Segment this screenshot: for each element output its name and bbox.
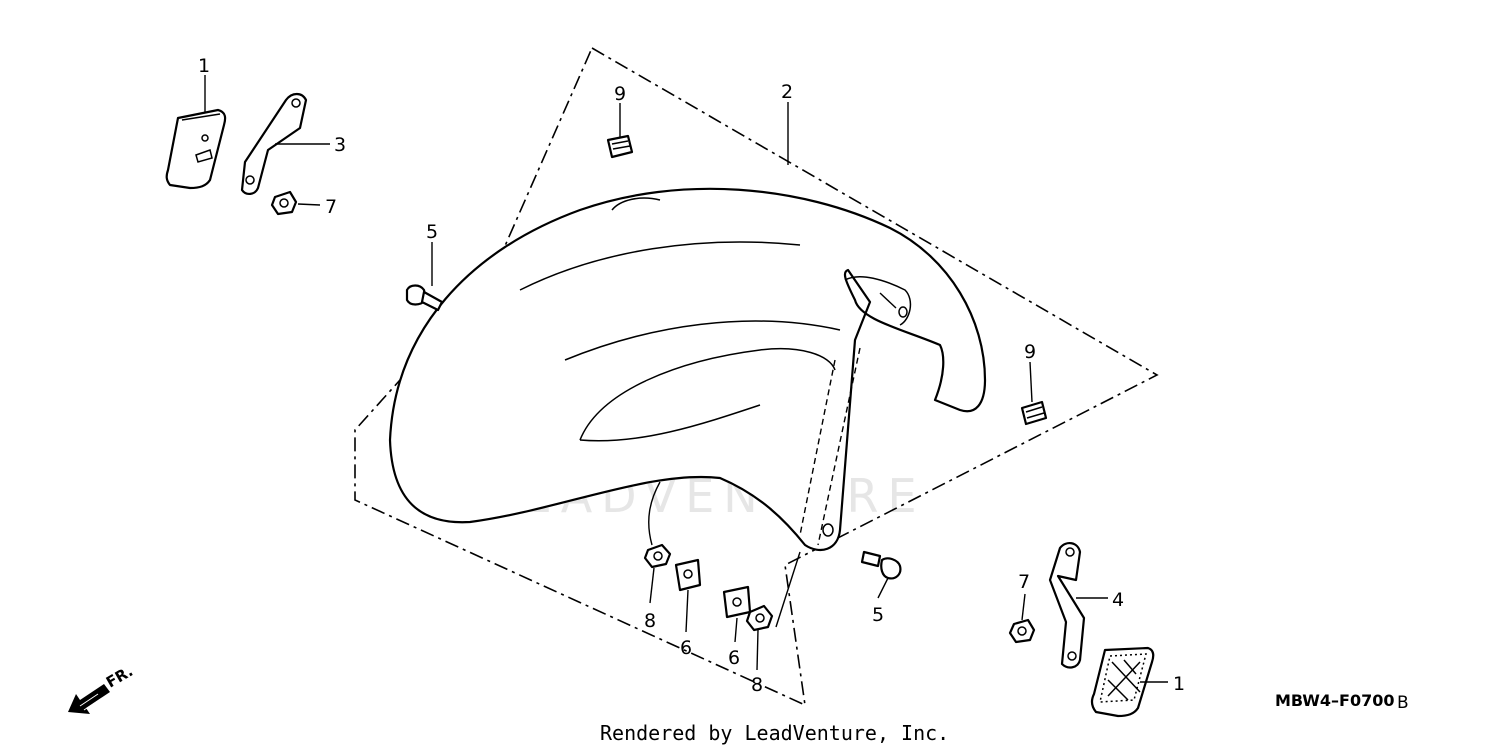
bolt-5-right: [860, 550, 902, 580]
callout-7-bottom: 7: [1018, 571, 1030, 593]
clip-9-right: [1020, 400, 1048, 426]
callout-5-right: 5: [872, 604, 884, 626]
reflector-left: [165, 108, 227, 190]
flange-nut-7-bottom: [1008, 618, 1036, 644]
stay-bracket-right: [1048, 542, 1086, 669]
diagram-code-group: MBW4–F0700 B: [1275, 691, 1409, 713]
diagram-revision: B: [1397, 693, 1409, 713]
callout-1-bottom: 1: [1173, 673, 1185, 695]
callout-6-left: 6: [680, 637, 692, 659]
plate-nut-6-right: [722, 585, 752, 619]
flange-nut-7-top: [270, 190, 298, 216]
front-direction-arrow: FR.: [68, 662, 136, 714]
diagram-code: MBW4–F0700: [1275, 691, 1394, 710]
plate-nut-6-left: [674, 558, 702, 592]
callout-1-top: 1: [198, 55, 210, 77]
reflector-right: [1090, 646, 1155, 718]
front-direction-label: FR.: [103, 662, 136, 691]
callout-6-right: 6: [728, 647, 740, 669]
callout-9-top: 9: [614, 83, 626, 105]
callout-9-right: 9: [1024, 341, 1036, 363]
stay-bracket-left: [240, 92, 308, 195]
rendered-by-footer: Rendered by LeadVenture, Inc.: [600, 721, 949, 745]
callout-4: 4: [1112, 589, 1124, 611]
callout-7-top: 7: [325, 196, 337, 218]
callout-3: 3: [334, 134, 346, 156]
callout-5-left: 5: [426, 221, 438, 243]
flange-nut-8-right: [745, 604, 774, 632]
front-fender: [388, 187, 987, 552]
callout-8-right: 8: [751, 674, 763, 696]
leader-lines: [204, 75, 1168, 683]
callouts: 1 2 3 7 5 9 9 8 6 6 8 5 7 4 1: [198, 55, 1185, 696]
flange-nut-8-left: [643, 543, 672, 569]
bolt-5-left: [405, 284, 444, 312]
callout-2: 2: [781, 81, 793, 103]
clip-9-top: [606, 134, 634, 159]
callout-8-left: 8: [644, 610, 656, 632]
